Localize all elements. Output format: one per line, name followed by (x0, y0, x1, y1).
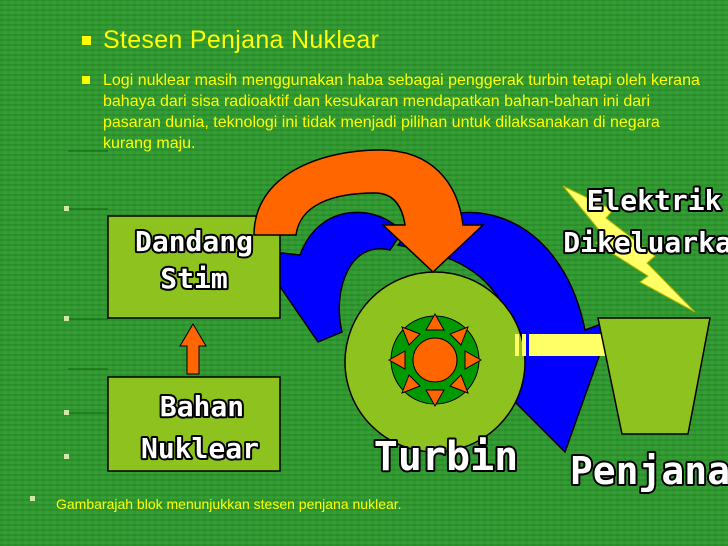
generator-label: Penjana (570, 449, 728, 493)
output-label-line2: Dikeluarkan (563, 226, 728, 259)
empty-bullet (64, 410, 69, 415)
fuel-to-boiler-arrow (179, 323, 207, 375)
blue-feed-arrow (253, 211, 403, 343)
diagram-caption: Gambarajah blok menunjukkan stesen penja… (56, 496, 402, 512)
steam-arrow (253, 149, 485, 274)
slide-body-text: Logi nuklear masih menggunakan haba seba… (103, 72, 700, 152)
turbine-label: Turbin (374, 434, 519, 480)
body-bullet (82, 76, 90, 84)
background-stripe (68, 150, 108, 152)
boiler-label-line1: Dandang (135, 225, 253, 258)
background-stripe (68, 208, 108, 210)
fuel-box (107, 376, 281, 472)
background-stripe (68, 318, 108, 320)
turbine-sun-icon (387, 312, 483, 408)
output-label-line1: Elektrik (587, 184, 722, 217)
blue-flow-arrow (396, 211, 614, 454)
background-stripe (68, 412, 108, 414)
generator-box (597, 317, 711, 435)
heading-bullet (82, 36, 91, 45)
fuel-label-line2: Nuklear (141, 432, 259, 465)
background-stripe (68, 368, 108, 370)
empty-bullet (64, 454, 69, 459)
empty-bullet (64, 206, 69, 211)
boiler-box (107, 215, 281, 319)
empty-bullet (30, 496, 35, 501)
empty-bullet (64, 316, 69, 321)
slide-heading: Stesen Penjana Nuklear (103, 26, 380, 54)
boiler-label-line2: Stim (160, 262, 227, 295)
fuel-label-line1: Bahan (160, 390, 244, 423)
lightning-bolt-icon (562, 185, 696, 313)
